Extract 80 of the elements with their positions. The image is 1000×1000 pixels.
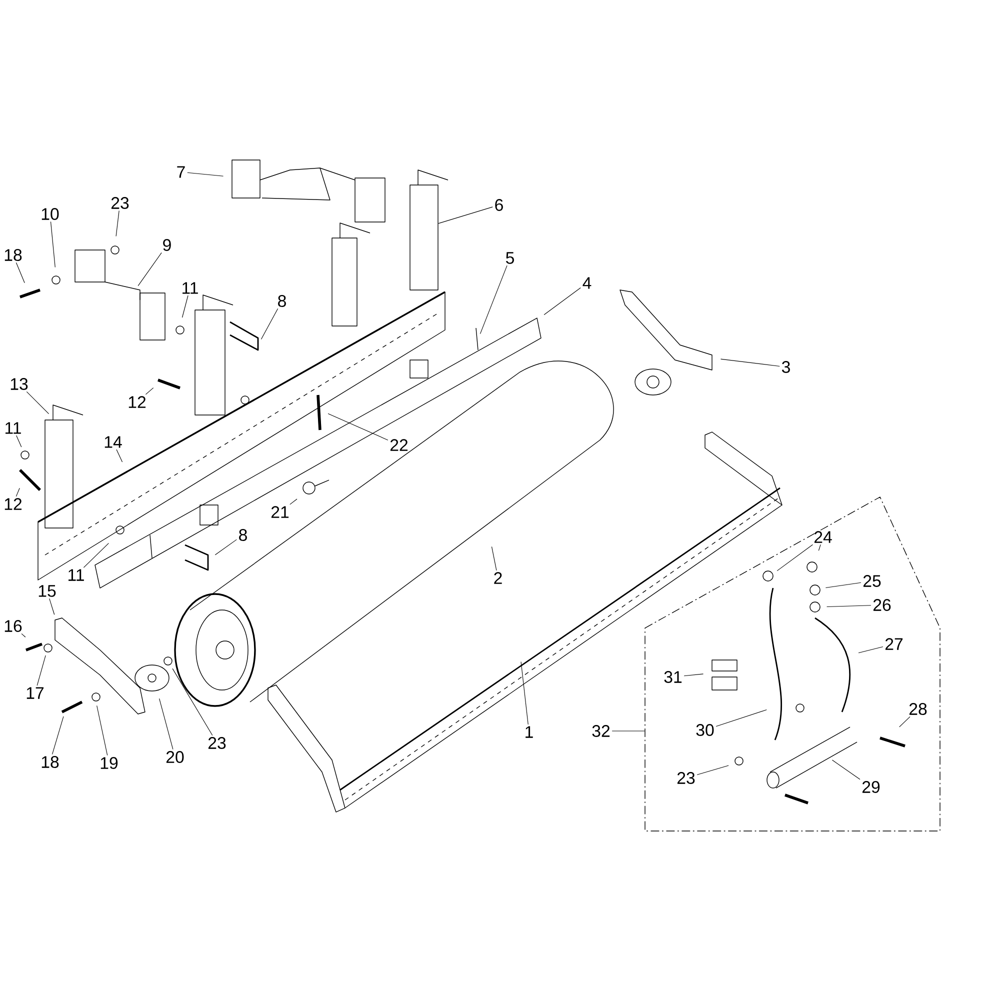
callout-number: 8: [278, 295, 286, 307]
callout-number: 19: [100, 757, 118, 769]
callout-number: 6: [495, 199, 503, 211]
leader-line: [825, 582, 862, 588]
leader-line: [480, 265, 508, 334]
callout-number: 28: [909, 703, 927, 715]
callout-number: 20: [166, 751, 184, 763]
leader-line: [16, 488, 20, 497]
leader-line: [52, 716, 64, 755]
callout-number: 24: [814, 531, 832, 543]
callout-number: 23: [208, 737, 226, 749]
leader-line: [826, 605, 872, 608]
leader-line: [214, 539, 237, 556]
callout-number: 11: [6, 422, 21, 434]
dashed-group-outline: [644, 496, 940, 832]
leader-line: [26, 391, 50, 414]
callout-number: 1: [526, 726, 533, 738]
leader-line: [138, 252, 162, 286]
callout-number: 13: [10, 378, 28, 390]
callout-number: 21: [271, 506, 289, 518]
leader-line: [172, 668, 213, 736]
callout-number: 16: [4, 620, 22, 632]
leader-line: [260, 308, 278, 340]
leader-line: [16, 435, 22, 448]
callout-number: 17: [26, 687, 44, 699]
leader-line: [684, 674, 704, 676]
leader-line: [16, 262, 25, 284]
callout-number: 11: [182, 282, 198, 294]
leader-line: [696, 765, 729, 776]
callout-number: 9: [163, 239, 171, 251]
leader-line: [83, 542, 109, 568]
callout-number: 31: [664, 671, 682, 683]
callout-number: 30: [696, 724, 714, 736]
leader-line: [290, 498, 298, 505]
callout-number: 27: [885, 638, 903, 650]
callout-number: 4: [582, 277, 592, 289]
leader-line: [776, 544, 813, 572]
leader-line: [116, 449, 123, 462]
leader-line: [612, 730, 645, 732]
callout-number: 18: [42, 756, 59, 768]
callout-number: 18: [4, 249, 22, 261]
callout-number: 12: [128, 396, 146, 408]
leader-line: [328, 413, 388, 440]
leader-line: [36, 655, 46, 686]
callout-number: 12: [4, 498, 22, 510]
leader-line: [96, 705, 108, 756]
leader-line: [520, 661, 528, 725]
leader-line: [716, 709, 767, 727]
callout-number: 22: [390, 439, 408, 451]
leader-line: [187, 172, 224, 176]
leader-line: [818, 544, 821, 551]
callout-number: 32: [592, 725, 610, 737]
callout-number: 8: [239, 529, 247, 541]
callout-number: 10: [42, 208, 59, 220]
leader-line: [49, 598, 55, 615]
leader-line: [720, 358, 780, 367]
leader-line: [50, 221, 56, 268]
callout-number: 15: [38, 585, 56, 597]
callout-number: 3: [782, 361, 790, 373]
callout-number: 23: [677, 772, 695, 784]
callout-number: 7: [177, 166, 185, 178]
callout-number: 5: [506, 252, 514, 264]
leader-line: [832, 760, 860, 780]
leader-line: [858, 646, 884, 654]
callout-number: 29: [862, 781, 880, 793]
leader-line: [182, 295, 188, 318]
leader-line: [438, 206, 493, 224]
leader-line: [544, 287, 581, 316]
leader-line: [491, 546, 497, 571]
callout-number: 25: [863, 575, 881, 587]
leader-line: [116, 210, 120, 237]
leader-line: [159, 698, 174, 750]
callout-number: 14: [104, 436, 122, 448]
callout-number: 2: [494, 572, 502, 584]
callout-number: 11: [68, 569, 84, 581]
leader-line: [899, 716, 910, 728]
leader-line: [145, 388, 154, 395]
callout-number: 26: [873, 599, 891, 611]
callout-number: 23: [111, 197, 129, 209]
leader-line: [21, 633, 26, 638]
